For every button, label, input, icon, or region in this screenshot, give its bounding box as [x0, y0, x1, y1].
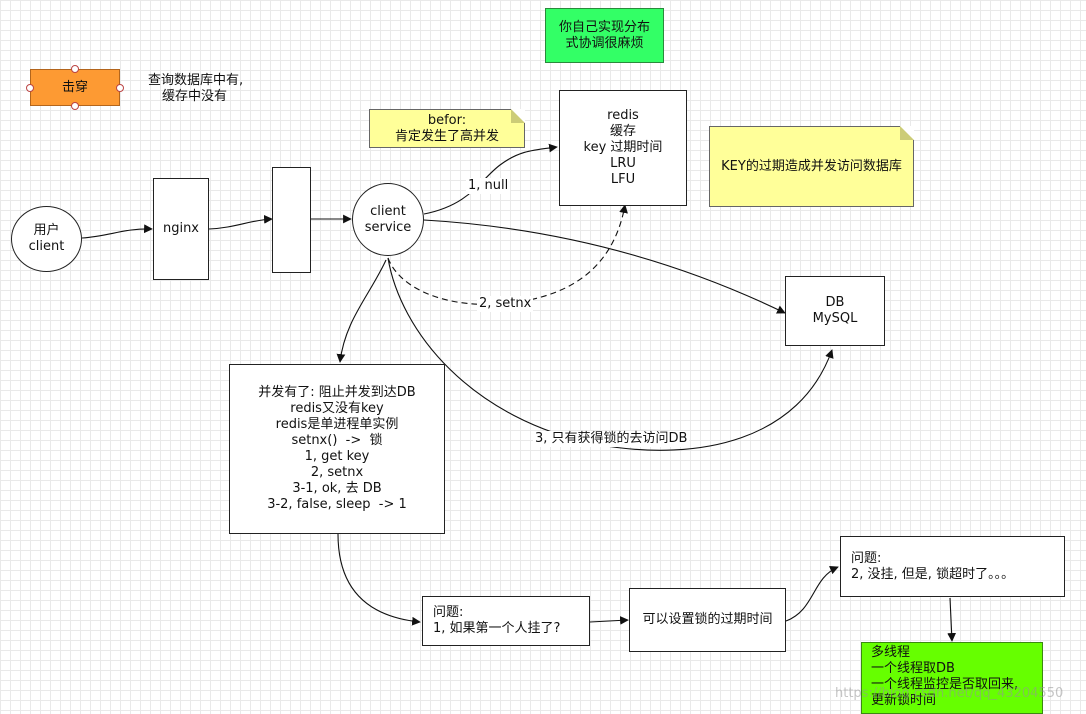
gateway-node[interactable] [272, 167, 311, 273]
edge-service-to-db [423, 219, 786, 314]
resize-handle-right[interactable] [116, 84, 124, 92]
redis-cache-node[interactable]: redis 缓存 key 过期时间 LRU LFU [559, 90, 687, 206]
client-service-node[interactable]: client service [352, 183, 424, 256]
edge-nginx-to-gateway [208, 214, 273, 230]
resize-handle-top[interactable] [71, 65, 79, 73]
key-expire-note[interactable]: KEY的过期造成并发访问数据库 [709, 126, 914, 207]
lock-expire-node[interactable]: 可以设置锁的过期时间 [629, 588, 786, 652]
edge-label-lock-db: 3, 只有获得锁的去访问DB [533, 431, 690, 447]
penetration-label: 击穿 [61, 79, 88, 95]
multithread-node[interactable]: 多线程 一个线程取DB 一个线程监控是否取回来, 更新锁时间 [861, 642, 1043, 714]
resize-handle-bottom[interactable] [71, 102, 79, 110]
resize-handle-left[interactable] [26, 84, 34, 92]
watermark: https://blog.csdn.net/qq_43204550 [835, 686, 1064, 701]
edge-question1-to-expire [589, 616, 629, 625]
edge-service-to-db-lock [387, 257, 834, 451]
edge-label-null: 1, null [466, 178, 511, 194]
edge-label-setnx: 2, setnx [477, 296, 534, 312]
penetration-node[interactable]: 击穿 [30, 69, 120, 106]
concurrency-lock-node[interactable]: 并发有了: 阻止并发到达DB redis又没有key redis是单进程单实例 … [229, 364, 445, 534]
edge-question2-to-multithread [947, 597, 957, 642]
edge-service-to-concurrency [336, 259, 387, 363]
edge-service-to-redis [423, 143, 558, 215]
edge-expire-to-question2 [785, 566, 839, 622]
before-note[interactable]: befor: 肯定发生了高并发 [369, 109, 525, 148]
edge-client-to-nginx [81, 224, 153, 239]
db-mysql-node[interactable]: DB MySQL [785, 276, 885, 346]
edge-concurrency-to-question1 [337, 533, 421, 626]
self-impl-node[interactable]: 你自己实现分布 式协调很麻烦 [545, 8, 664, 63]
penetration-description: 查询数据库中有, 缓存中没有 [148, 73, 244, 104]
question1-node[interactable]: 问题: 1, 如果第一个人挂了? [422, 596, 590, 646]
user-client-node[interactable]: 用户 client [11, 206, 82, 272]
nginx-node[interactable]: nginx [153, 178, 209, 280]
question2-node[interactable]: 问题: 2, 没挂, 但是, 锁超时了。。。 [840, 536, 1065, 597]
